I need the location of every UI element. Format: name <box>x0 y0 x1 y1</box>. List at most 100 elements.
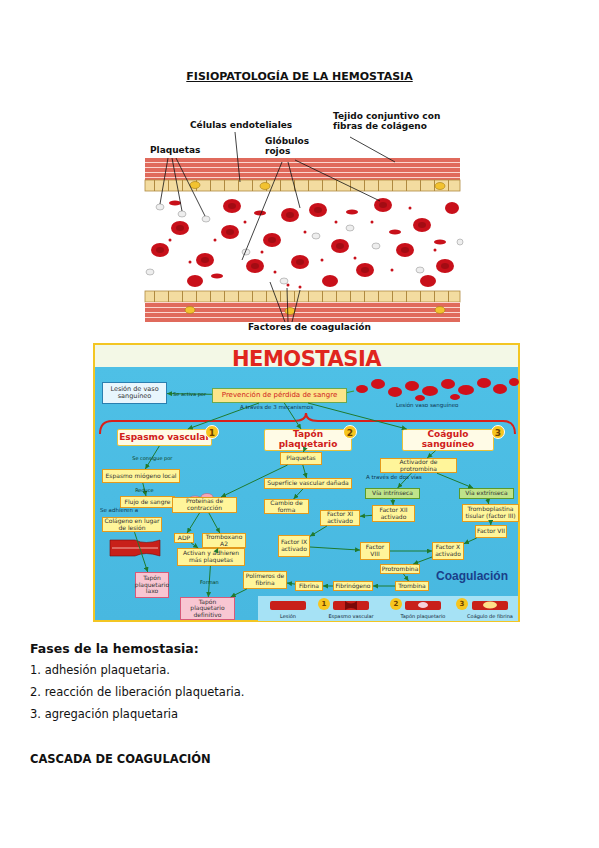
list-item: 3. agregación plaquetaria <box>30 707 430 721</box>
callout-number: 2 <box>343 425 357 439</box>
callout-number: 1 <box>205 425 219 439</box>
box-text: Factor XII activado <box>374 507 413 520</box>
box-text: Espasmo vascular <box>119 433 210 443</box>
list-item: 2. reacción de liberación plaquetaria. <box>30 685 430 699</box>
process-box: Superficie vascular dañada <box>264 478 352 489</box>
process-box: Proteínas de contracción <box>172 497 237 513</box>
process-box: Protrombina <box>380 564 420 574</box>
box-text: Factor X activado <box>434 544 462 557</box>
stage-caption: Coágulo de fibrina <box>455 614 525 620</box>
process-box: Fibrina <box>295 581 323 591</box>
part-label: Células endoteliales <box>190 121 320 131</box>
process-box: Factor X activado <box>432 542 464 560</box>
box-text: Proteínas de contracción <box>174 498 235 511</box>
box-text: Factor IX activado <box>280 539 308 552</box>
connector-note: A través de dos vías <box>366 474 428 480</box>
box-text: Factor VII <box>477 528 505 535</box>
box-text: Tapón plaquetario definitivo <box>182 599 233 619</box>
panel-title: HEMOSTASIA <box>95 347 518 371</box>
callout-number: 3 <box>491 425 505 439</box>
endothelium <box>145 291 460 302</box>
stage-caption: Tapón plaquetario <box>393 614 453 620</box>
section-word: Coagulación <box>436 569 516 583</box>
connector-label: Forman <box>200 579 219 584</box>
box-text: Activador de protrombina <box>382 459 455 472</box>
box-text: Vía intrínseca <box>372 490 413 497</box>
process-box: Lesión de vaso sanguíneo <box>102 382 167 404</box>
process-box: Factor IX activado <box>278 535 310 557</box>
image-caption: Lesión vaso sanguíneo <box>396 402 471 408</box>
red-blood-cells <box>151 198 459 287</box>
mechanism-header: Tapón plaquetario <box>264 429 352 451</box>
box-text: Espasmo miógeno local <box>106 473 177 480</box>
box-text: Cambio de forma <box>266 500 307 513</box>
process-box: Prevención de pérdida de sangre <box>212 388 347 403</box>
box-text: Trombina <box>398 583 426 590</box>
stage-caption: Espasmo vascular <box>321 614 381 620</box>
section-heading: Fases de la hemostasia: <box>30 641 330 656</box>
box-text: Fibrinógeno <box>335 583 370 590</box>
process-box: Trombina <box>395 581 429 591</box>
box-text: Lesión de vaso sanguíneo <box>104 386 165 400</box>
process-box: Factor XI activado <box>320 510 360 526</box>
part-label: Glóbulos rojos <box>265 137 315 157</box>
callout-number: 2 <box>390 598 402 610</box>
connective-tissue <box>145 302 460 322</box>
connector-label: Se activa por <box>173 391 206 396</box>
box-text: Superficie vascular dañada <box>267 480 349 487</box>
box-text: Factor VIII <box>362 544 388 557</box>
stage-caption: Lesión <box>268 614 308 620</box>
process-box: Activan y adhieren más plaquetas <box>177 548 245 566</box>
process-box: Tromboxano A2 <box>202 533 246 548</box>
list-item: 1. adhesión plaquetaria. <box>30 663 430 677</box>
box-text: Tapón plaquetario laxo <box>135 575 169 595</box>
process-box: Vía extrínseca <box>459 488 514 499</box>
page-title: FISIOPATOLOGÍA DE LA HEMOSTASIA <box>0 70 599 83</box>
process-box: Vía intrínseca <box>365 488 420 499</box>
process-box: ADP <box>174 533 194 543</box>
box-text: Factor XI activado <box>322 511 358 524</box>
part-label: Factores de coagulación <box>248 323 378 333</box>
box-text: Polímeros de fibrina <box>245 573 285 586</box>
process-box: Factor VII <box>475 525 507 538</box>
process-box: Fibrinógeno <box>333 581 373 591</box>
box-text: Protrombina <box>382 566 419 573</box>
process-box: Cambio de forma <box>264 499 309 514</box>
process-box: Tromboplastina tisular (factor III) <box>462 504 519 522</box>
part-label: Tejido conjuntivo con fibras de colágeno <box>333 112 458 132</box>
process-box: Tapón plaquetario definitivo <box>180 597 235 620</box>
section-heading: CASCADA DE COAGULACIÓN <box>30 752 430 766</box>
box-text: Prevención de pérdida de sangre <box>222 392 337 400</box>
callout-number: 3 <box>456 598 468 610</box>
connector-label: Se consigue por <box>132 455 172 460</box>
process-box: Polímeros de fibrina <box>243 571 287 589</box>
box-text: Fibrina <box>299 583 319 590</box>
box-text: ADP <box>178 535 190 542</box>
process-box: Factor XII activado <box>372 505 415 522</box>
box-text: Tromboplastina tisular (factor III) <box>464 506 517 519</box>
process-box: Flujo de sangre <box>120 496 175 508</box>
connector-label: Reduce <box>135 487 154 492</box>
box-text: Plaquetas <box>286 455 315 462</box>
connector-note: A través de 3 mecanismos <box>240 404 350 410</box>
endothelium <box>145 180 460 191</box>
box-text: Activan y adhieren más plaquetas <box>179 550 243 563</box>
mechanism-header: Coágulo sanguíneo <box>402 429 494 451</box>
leader-lines <box>160 132 395 322</box>
process-box: Espasmo miógeno local <box>102 469 180 483</box>
connective-tissue <box>145 158 460 180</box>
coagulation-factor-dots <box>169 207 437 289</box>
part-label: Plaquetas <box>150 146 210 156</box>
process-box: Activador de protrombina <box>380 458 457 473</box>
process-box: Factor VIII <box>360 542 390 560</box>
process-box: Plaquetas <box>280 452 322 465</box>
process-box: Tapón plaquetario laxo <box>135 572 169 598</box>
box-text: Tapón plaquetario <box>266 430 350 450</box>
box-text: Colágeno en lugar de lesión <box>104 518 160 531</box>
platelets <box>146 204 463 284</box>
endothelial-nuclei <box>185 182 445 315</box>
box-text: Flujo de sangre <box>124 499 170 506</box>
box-text: Tromboxano A2 <box>204 534 244 547</box>
connector-note: Se adhieren a <box>100 507 145 513</box>
